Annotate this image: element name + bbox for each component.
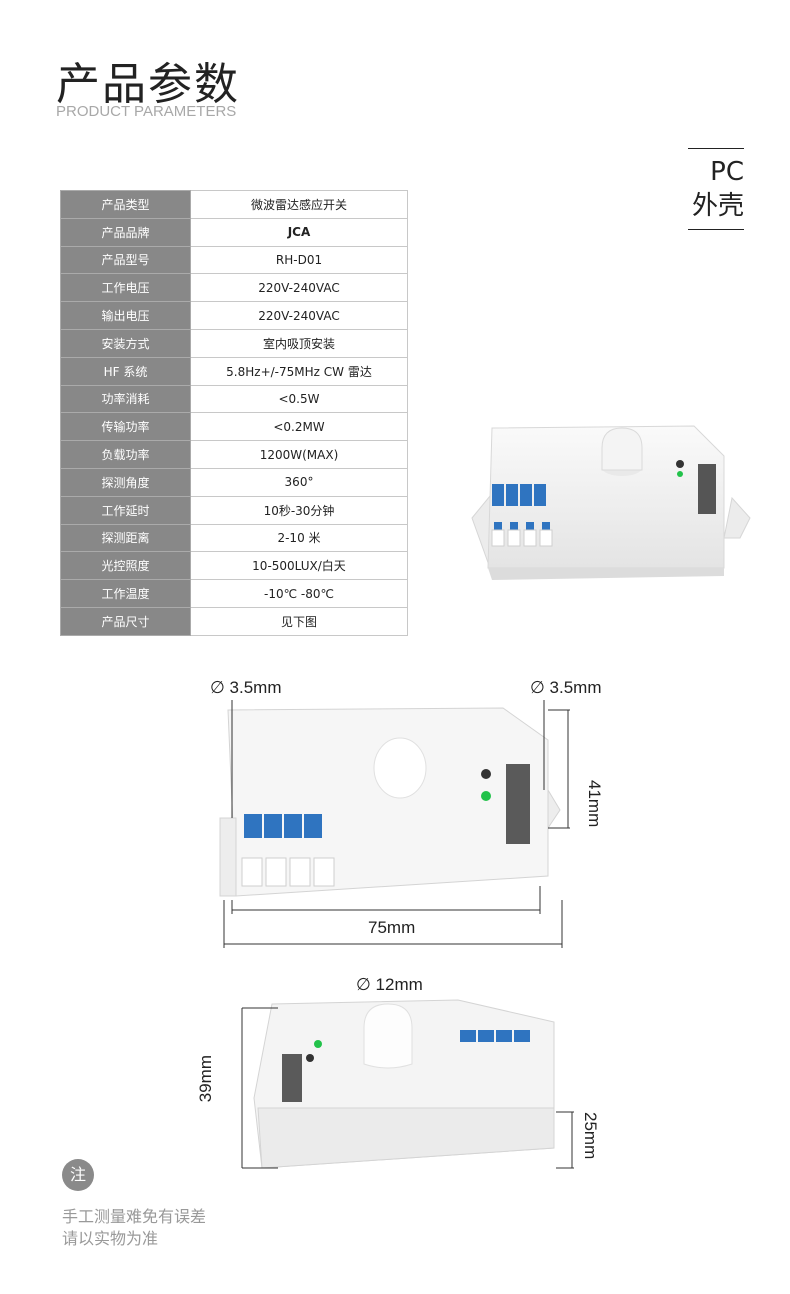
dim-hole-right: ∅ 3.5mm [530,678,602,697]
table-row: 安装方式室内吸顶安装 [60,328,408,358]
dim-height-side: 39mm [196,1055,215,1103]
page-title: 产品参数 [56,59,240,110]
dim-lens: ∅ 12mm [356,975,423,994]
spec-value: 220V-240VAC [190,301,408,330]
material-line-2: 外壳 [691,191,744,221]
spec-key: 输出电压 [60,301,191,330]
spec-value: 10秒-30分钟 [190,495,408,525]
product-side-view [241,999,574,1169]
spec-value: 室内吸顶安装 [190,328,408,358]
dim-hole-left: ∅ 3.5mm [210,678,282,697]
spec-key: 功率消耗 [60,384,191,414]
spec-value: 10-500LUX/白天 [190,551,408,581]
table-row: 产品类型微波雷达感应开关 [60,190,408,219]
table-row: 产品尺寸见下图 [60,606,408,636]
note-line-1: 手工测量难免有误差 [62,1207,207,1226]
spec-key: HF 系统 [60,356,191,386]
table-row: 传输功率<0.2MW [60,412,408,442]
spec-key: 工作电压 [60,273,191,303]
product-photo-angled [471,425,751,580]
spec-key: 工作延时 [60,495,191,525]
spec-value: <0.2MW [190,412,408,442]
table-row: 功率消耗<0.5W [60,384,408,414]
note-badge: 注 [62,1159,94,1191]
spec-key: 工作温度 [60,579,191,608]
spec-value: 见下图 [190,606,408,636]
dim-height-top: 41mm [585,780,604,828]
material-label: PC 外壳 [688,148,744,230]
spec-value: 360° [190,467,408,497]
spec-key: 产品类型 [60,190,191,219]
material-line-1: PC [710,157,744,187]
spec-key: 产品型号 [60,245,191,275]
note-line-2: 请以实物为准 [62,1229,159,1248]
note-text: 手工测量难免有误差 请以实物为准 [62,1206,206,1250]
spec-value: 220V-240VAC [190,273,408,303]
dim-height-body: 25mm [581,1112,600,1160]
spec-key: 产品尺寸 [60,606,191,636]
spec-value: <0.5W [190,384,408,414]
page-subtitle: PRODUCT PARAMETERS [56,103,237,120]
spec-value: -10℃ -80℃ [190,579,408,608]
spec-value: 微波雷达感应开关 [190,190,408,219]
spec-value: JCA [190,217,408,247]
spec-key: 探测角度 [60,467,191,497]
spec-value: 5.8Hz+/-75MHz CW 雷达 [190,356,408,386]
spec-key: 安装方式 [60,328,191,358]
spec-key: 产品品牌 [60,217,191,247]
product-top-view [219,700,570,948]
spec-key: 传输功率 [60,412,191,442]
spec-value: 1200W(MAX) [190,440,408,469]
spec-value: 2-10 米 [190,523,408,553]
table-row: 工作温度-10℃ -80℃ [60,579,408,608]
spec-key: 探测距离 [60,523,191,553]
dim-width: 75mm [368,918,416,937]
spec-key: 光控照度 [60,551,191,581]
spec-key: 负载功率 [60,440,191,469]
spec-value: RH-D01 [190,245,408,275]
